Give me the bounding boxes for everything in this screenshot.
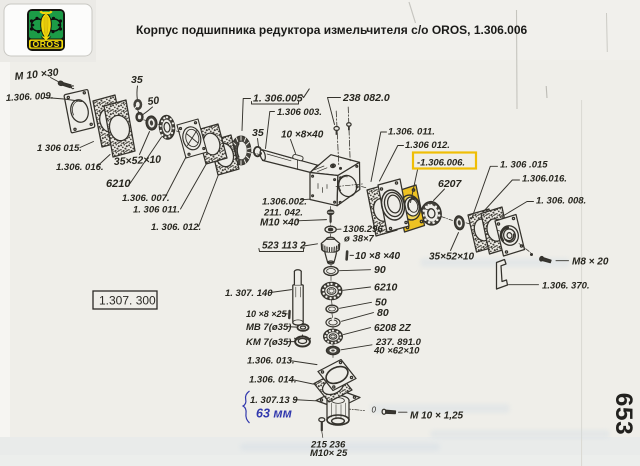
svg-text:1.306.016.: 1.306.016.	[522, 174, 567, 185]
svg-text:KM 7(ø35): KM 7(ø35)	[246, 337, 291, 348]
svg-text:6210: 6210	[106, 178, 131, 190]
svg-text:10 ×8×40: 10 ×8×40	[281, 130, 324, 141]
svg-text:215 236: 215 236	[310, 440, 346, 451]
svg-text:6208 2Z: 6208 2Z	[374, 323, 412, 334]
svg-text:OROS: OROS	[33, 39, 60, 49]
svg-text:211. 042.: 211. 042.	[263, 208, 303, 219]
svg-text:M 10 ×30: M 10 ×30	[14, 66, 59, 83]
svg-text:1.306. 370.: 1.306. 370.	[542, 281, 590, 292]
svg-text:1.306. 011.: 1.306. 011.	[388, 127, 435, 138]
svg-text:237. 891.0: 237. 891.0	[375, 337, 422, 348]
svg-text:ø 38×7: ø 38×7	[344, 234, 375, 245]
svg-text:1.306. 013.: 1.306. 013.	[247, 356, 295, 367]
svg-text:35: 35	[131, 74, 143, 86]
svg-text:1.306.002.: 1.306.002.	[262, 197, 307, 208]
svg-text:0: 0	[372, 406, 377, 415]
svg-text:M 10 × 1,25: M 10 × 1,25	[410, 411, 464, 422]
svg-text:1.306 012.: 1.306 012.	[405, 140, 450, 151]
svg-text:35×52×10: 35×52×10	[429, 252, 474, 263]
svg-text:63 мм: 63 мм	[256, 407, 292, 421]
svg-text:M10 ×40: M10 ×40	[260, 218, 300, 229]
svg-text:1.306. 016.: 1.306. 016.	[56, 162, 104, 173]
svg-text:10 ×8 ×25: 10 ×8 ×25	[246, 309, 288, 319]
svg-text:6210: 6210	[374, 282, 398, 294]
svg-text:1. 306. 012.: 1. 306. 012.	[151, 222, 201, 233]
svg-text:1.306. 009.: 1.306. 009.	[6, 91, 54, 104]
svg-text:1.306. 014.: 1.306. 014.	[249, 375, 297, 386]
svg-text:1. 306.005: 1. 306.005	[253, 93, 303, 105]
svg-text:1 306 015.: 1 306 015.	[37, 143, 82, 154]
svg-text:1.307. 300: 1.307. 300	[99, 294, 156, 308]
svg-text:1. 306. 008.: 1. 306. 008.	[536, 196, 586, 207]
svg-text:1.306. 007.: 1.306. 007.	[122, 193, 170, 204]
svg-text:40 ×62×10: 40 ×62×10	[373, 346, 420, 357]
svg-text:M10× 25: M10× 25	[310, 448, 348, 459]
svg-text:238 082.0: 238 082.0	[342, 92, 390, 104]
svg-text:50: 50	[375, 297, 387, 309]
svg-text:1. 306 .015: 1. 306 .015	[500, 160, 548, 171]
svg-text:10 ×8 ×40: 10 ×8 ×40	[355, 251, 400, 262]
svg-text:523 113 2: 523 113 2	[262, 241, 306, 252]
svg-text:1. 307. 140: 1. 307. 140	[225, 288, 273, 299]
svg-text:M8 × 20: M8 × 20	[572, 257, 609, 268]
svg-text:Корпус подшипника редуктора из: Корпус подшипника редуктора измельчителя…	[136, 23, 528, 37]
svg-text:1.306 003.: 1.306 003.	[277, 107, 322, 118]
svg-text:6207: 6207	[438, 178, 463, 190]
svg-text:1. 306 011.: 1. 306 011.	[133, 205, 180, 216]
svg-text:90: 90	[374, 264, 386, 276]
svg-text:50: 50	[147, 95, 160, 108]
svg-text:35×52×10: 35×52×10	[114, 154, 162, 168]
svg-text:35: 35	[252, 127, 264, 139]
svg-text:653: 653	[610, 393, 637, 435]
svg-text:MB 7(ø35): MB 7(ø35)	[246, 322, 291, 333]
svg-text:80: 80	[377, 307, 389, 319]
svg-text:1. 307.13 9: 1. 307.13 9	[250, 395, 298, 406]
svg-text:1306.296: 1306.296	[343, 224, 383, 235]
svg-text:-1.306.006.: -1.306.006.	[417, 158, 465, 169]
